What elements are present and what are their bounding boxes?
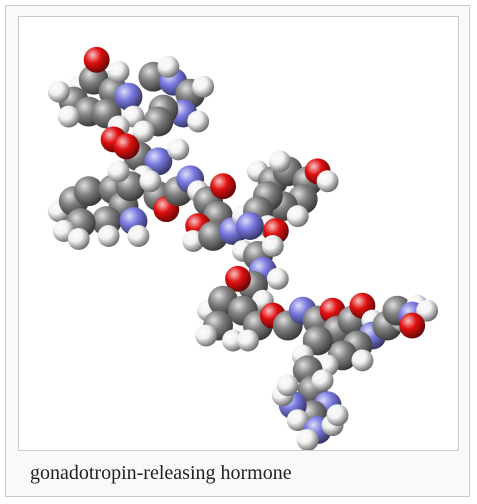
hydrogen-atom: [296, 429, 319, 450]
hydrogen-atom: [157, 55, 180, 78]
hydrogen-atom: [67, 228, 90, 250]
hydrogen-atom: [326, 404, 349, 427]
hydrogen-atom: [286, 409, 309, 432]
nitrogen-atom: [236, 212, 264, 240]
hydrogen-atom: [107, 60, 130, 83]
figure-thumbnail: gonadotropin-releasing hormone: [5, 5, 470, 497]
hydrogen-atom: [261, 234, 284, 257]
hydrogen-atom: [316, 170, 339, 193]
hydrogen-atom: [351, 349, 374, 372]
hydrogen-atom: [187, 110, 210, 133]
hydrogen-atom: [195, 324, 218, 347]
carbon-atom: [73, 176, 104, 207]
oxygen-atom: [113, 133, 140, 160]
hydrogen-atom: [57, 105, 80, 128]
hydrogen-atom: [276, 374, 299, 397]
molecule-image[interactable]: [18, 16, 459, 451]
hydrogen-atom: [139, 170, 162, 193]
hydrogen-atom: [127, 225, 150, 247]
oxygen-atom: [83, 46, 110, 73]
hydrogen-atom: [286, 205, 309, 228]
hydrogen-atom: [192, 75, 215, 98]
figure-caption: gonadotropin-releasing hormone: [30, 462, 292, 484]
hydrogen-atom: [167, 138, 190, 161]
hydrogen-atom: [416, 299, 439, 322]
hydrogen-atom: [268, 150, 291, 173]
hydrogen-atom: [311, 369, 334, 392]
oxygen-atom: [225, 265, 251, 292]
nitrogen-atom: [144, 147, 173, 176]
oxygen-atom: [210, 173, 237, 200]
hydrogen-atom: [266, 267, 289, 290]
hydrogen-atom: [97, 225, 120, 247]
hydrogen-atom: [107, 160, 130, 183]
hydrogen-atom: [237, 329, 259, 352]
hydrogen-atom: [132, 120, 155, 143]
hydrogen-atom: [47, 80, 70, 103]
oxygen-atom: [399, 312, 426, 339]
space-filling-molecule-model-icon: [47, 46, 439, 450]
nitrogen-atom: [114, 82, 143, 111]
